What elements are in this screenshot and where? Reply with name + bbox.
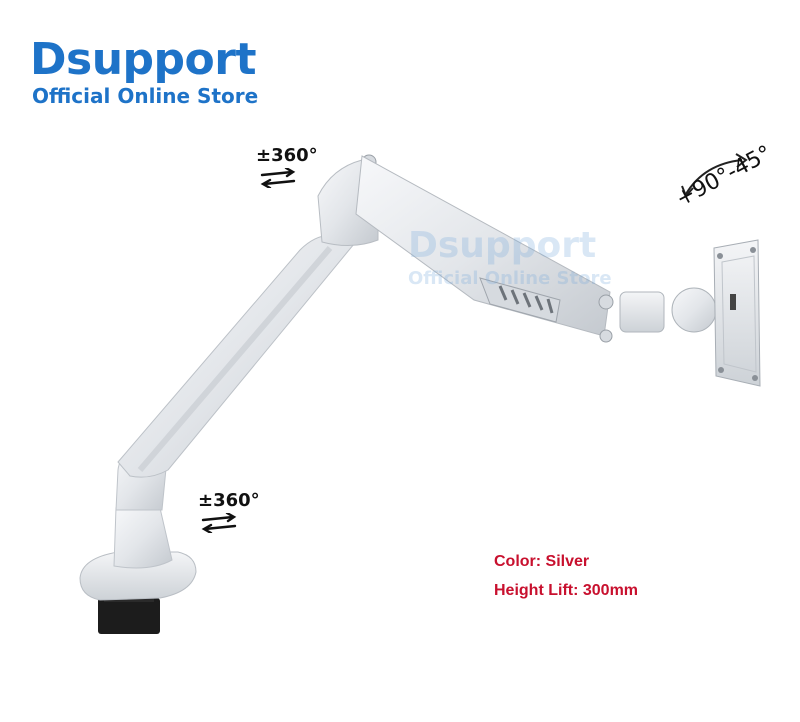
tilt-head: [619, 287, 717, 333]
watermark-title: Dsupport: [408, 225, 597, 266]
brand-tagline: Official Online Store: [32, 84, 259, 108]
vesa-plate: [713, 239, 761, 387]
spec-height-lift: Height Lift: 300mm: [494, 582, 639, 599]
lower-arm: [117, 234, 355, 478]
spec-color: Color: Silver: [494, 553, 590, 570]
upper-arm: [355, 155, 614, 343]
tilt-arc-icon: [681, 153, 748, 198]
rotation-label-top: ±360°: [256, 145, 318, 166]
rotate-arrows-icon: [260, 168, 296, 188]
desk-clamp: [79, 551, 197, 634]
rotation-label-bottom: ±360°: [198, 490, 260, 511]
brand-logo: Dsupport: [30, 34, 257, 85]
rotate-arrows-icon: [201, 513, 237, 533]
watermark-subtitle: Official Online Store: [408, 268, 612, 289]
